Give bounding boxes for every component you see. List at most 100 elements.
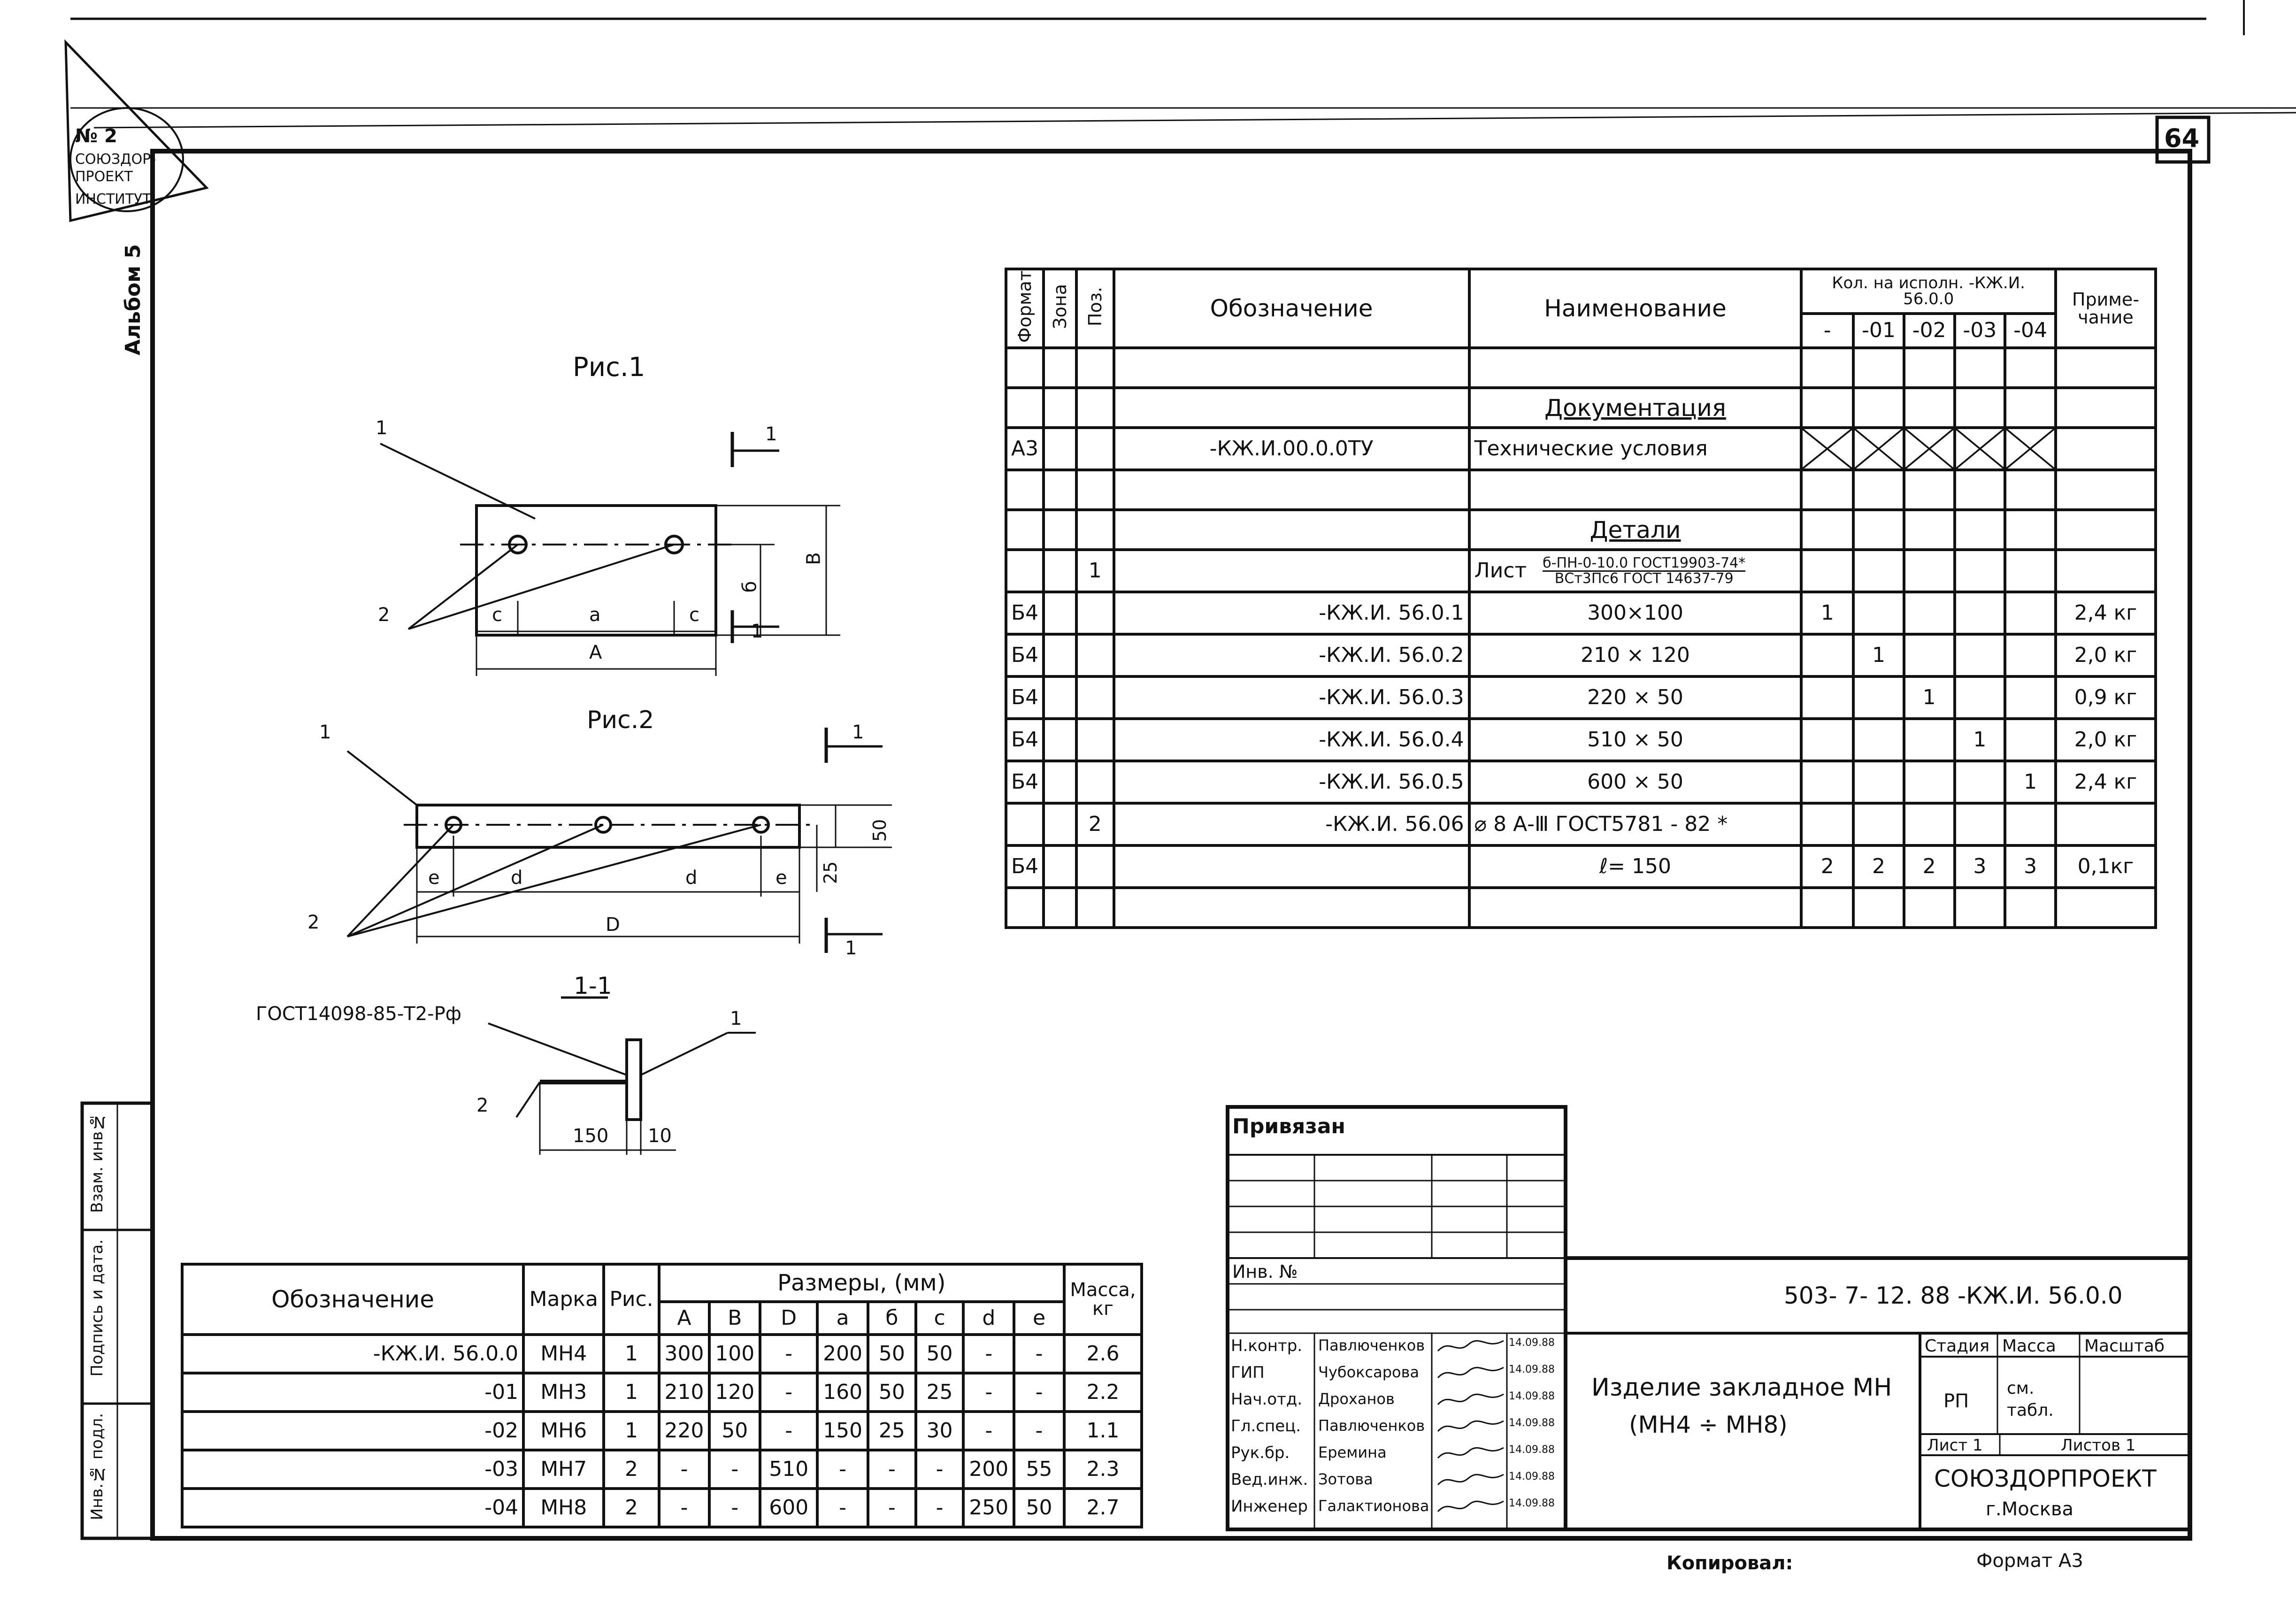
stamp-line-4: ИНСТИТУТ — [75, 191, 151, 207]
dims-row-value: - — [962, 1372, 1016, 1413]
fig1-pos2: 2 — [378, 604, 390, 626]
signer-date: 14.09.88 — [1509, 1497, 1555, 1509]
signer-name: Павлюченков — [1318, 1417, 1425, 1435]
section-dim10: 10 — [648, 1125, 672, 1147]
dims-row-value: 220 — [657, 1410, 711, 1451]
footer-format: Формат А3 — [1976, 1550, 2083, 1572]
dims-row-value: - — [1013, 1410, 1066, 1451]
spec-row-qty — [1800, 802, 1855, 847]
dims-row-fig: 1 — [602, 1410, 660, 1451]
dims-row-fig: 1 — [602, 1333, 660, 1374]
spec-row-qty — [2004, 591, 2057, 636]
spec-row-qty: 2 — [1902, 844, 1956, 890]
spec-row-qty — [1852, 717, 1905, 763]
spec-section-docs: Документация — [1467, 386, 1803, 430]
spec-row-zone — [1042, 591, 1078, 636]
dims-h-mark: Марка — [522, 1263, 606, 1336]
signer-role: Нач.отд. — [1231, 1390, 1303, 1409]
spec-row-qty — [1953, 633, 2007, 678]
signer-name: Дроханов — [1318, 1390, 1395, 1408]
dims-row-mark: МН7 — [522, 1449, 606, 1490]
dims-row-designation: -01 — [180, 1372, 525, 1413]
spec-row-zone — [1042, 717, 1078, 763]
spec-row-qty: 3 — [1953, 844, 2007, 890]
spec-row-format: Б4 — [1004, 633, 1045, 678]
spec-row-zone — [1042, 802, 1078, 847]
dims-row-mass: 1.1 — [1062, 1410, 1144, 1451]
fig2-d1: d — [511, 867, 523, 889]
spec-row-qty: 1 — [1852, 633, 1905, 678]
dims-row-value: - — [708, 1487, 762, 1528]
spec-row-pos — [1075, 633, 1115, 678]
dims-col-head: e — [1013, 1300, 1066, 1336]
dims-row-mark: МН4 — [522, 1333, 606, 1374]
fig1-title: Рис.1 — [573, 352, 645, 383]
fig1-a: a — [589, 604, 601, 626]
spec-row-name: 210 × 120 — [1467, 633, 1803, 678]
signer-date: 14.09.88 — [1509, 1471, 1555, 1482]
spec-row-format: Б4 — [1004, 760, 1045, 805]
tb-mass-h: Масса — [2002, 1336, 2056, 1356]
spec-row-qty — [1800, 633, 1855, 678]
spec-row-qty — [1902, 760, 1956, 805]
doc-row-name: Технические условия — [1467, 426, 1803, 472]
fig2-D: D — [606, 914, 620, 936]
fig2-pos2: 2 — [307, 912, 320, 933]
tb-city: г.Москва — [1986, 1498, 2073, 1520]
spec-row-note: 0,1кг — [2054, 844, 2158, 890]
fig2-e2: e — [776, 867, 787, 889]
spec-row-note: 2,0 кг — [2054, 717, 2158, 763]
spec-row-pos — [1075, 844, 1115, 890]
tb-sheets: Листов 1 — [2061, 1436, 2136, 1455]
dims-row-fig: 2 — [602, 1487, 660, 1528]
dims-col-head: B — [708, 1300, 762, 1336]
spec-h-note: Приме-чание — [2054, 267, 2158, 350]
fig1-pos1: 1 — [376, 417, 388, 439]
dims-row-value: - — [657, 1487, 711, 1528]
handwritten-signature — [1437, 1340, 1504, 1352]
spec-h-pos: Поз. — [1075, 267, 1115, 350]
spec-row: 2-КЖ.И. 56.06⌀ 8 А-Ⅲ ГОСТ5781 - 82 * — [1004, 802, 2158, 847]
spec-row-qty — [1800, 717, 1855, 763]
dims-row-mass: 2.3 — [1062, 1449, 1144, 1490]
handwritten-signature — [1437, 1447, 1504, 1459]
spec-row-pos — [1075, 717, 1115, 763]
spec-row-format: Б4 — [1004, 717, 1045, 763]
spec-row-name: ⌀ 8 А-Ⅲ ГОСТ5781 - 82 * — [1467, 802, 1803, 847]
tb-scale-h: Масштаб — [2084, 1336, 2165, 1356]
dims-h-fig: Рис. — [602, 1263, 660, 1336]
dims-col-head: d — [962, 1300, 1016, 1336]
spec-h-qty: Кол. на исполн. -КЖ.И. 56.0.0 — [1800, 268, 2057, 315]
spec-row-note — [2054, 802, 2158, 847]
signer-role: Н.контр. — [1231, 1336, 1303, 1355]
doc-row-x-2 — [1902, 426, 1956, 472]
spec-row-format — [1004, 802, 1045, 847]
tb-stage-h: Стадия — [1925, 1336, 1990, 1356]
signer-name: Галактионова — [1318, 1497, 1429, 1515]
dims-col-head: б — [867, 1300, 917, 1336]
spec-h-v0: - — [1800, 312, 1855, 350]
spec-row-qty: 1 — [1800, 591, 1855, 636]
section-pos2: 2 — [476, 1095, 489, 1116]
tb-sheet: Лист 1 — [1927, 1436, 1983, 1455]
spec-row-zone — [1042, 633, 1078, 678]
dims-row-value: 50 — [914, 1333, 965, 1374]
dims-row-designation: -03 — [180, 1449, 525, 1490]
spec-h-name: Наименование — [1467, 267, 1803, 350]
spec-row-qty — [1953, 675, 2007, 721]
fig2-pos1: 1 — [319, 722, 331, 743]
sheet-row-name: Лист б-ПН-0-10.0 ГОСТ19903-74* ВСт3Пс6 Г… — [1467, 548, 1803, 594]
spec-row-designation: -КЖ.И. 56.06 — [1112, 802, 1471, 847]
spec-row-note: 2,4 кг — [2054, 591, 2158, 636]
dims-row-value: - — [759, 1410, 819, 1451]
stamp-line-1: № 2 — [75, 125, 117, 147]
dims-row-value: - — [962, 1410, 1016, 1451]
handwritten-signature — [1437, 1420, 1504, 1432]
dims-row-mark: МН3 — [522, 1372, 606, 1413]
dims-row-value: 25 — [867, 1410, 917, 1451]
sheet-row-pos: 1 — [1075, 548, 1115, 594]
spec-row-zone — [1042, 760, 1078, 805]
